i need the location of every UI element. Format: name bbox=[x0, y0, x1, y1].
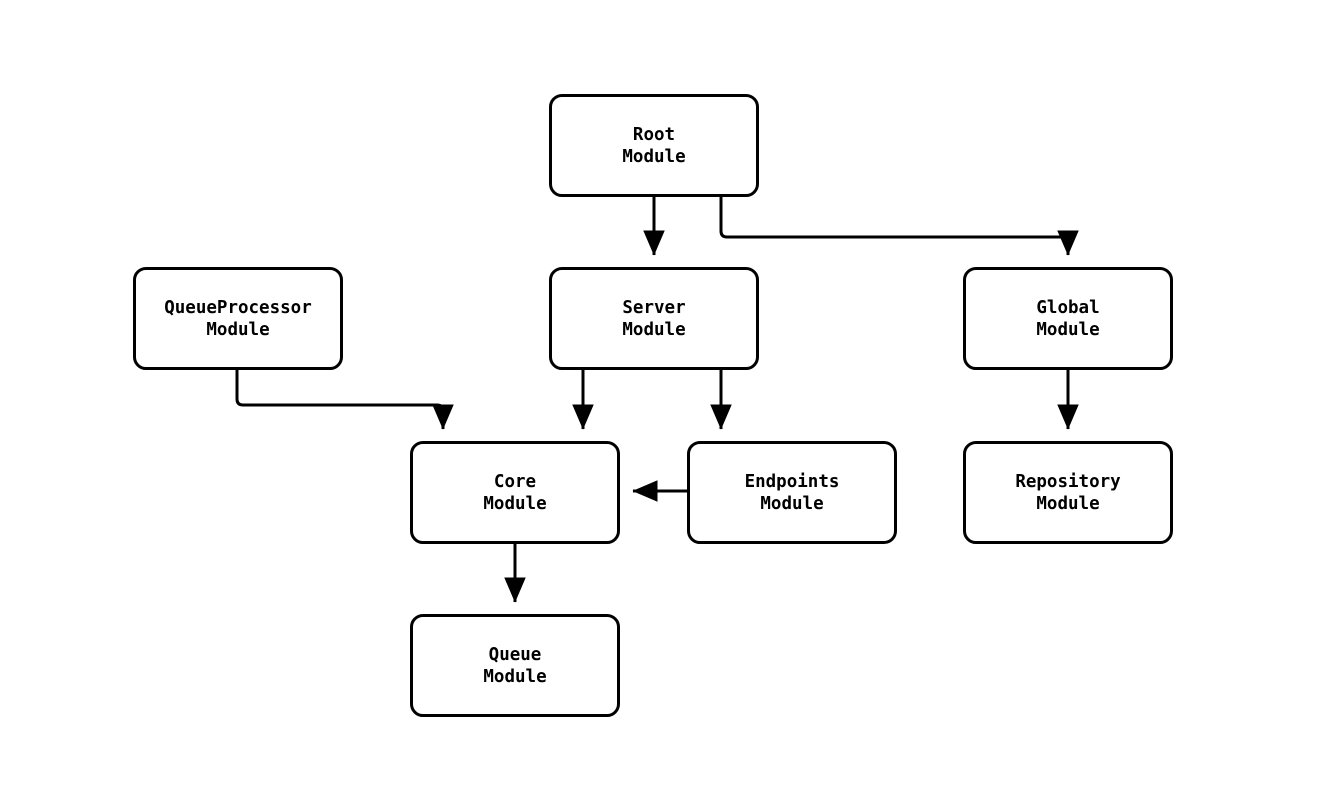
node-server-module[interactable]: Server Module bbox=[549, 267, 759, 370]
node-server-module-label-line1: Server bbox=[622, 297, 686, 318]
edge-root-to-global bbox=[719, 197, 1079, 256]
node-root-module-label-line2: Module bbox=[622, 146, 686, 167]
node-queueprocessor-module[interactable]: QueueProcessor Module bbox=[133, 267, 343, 370]
node-core-module[interactable]: Core Module bbox=[410, 441, 620, 544]
node-server-module-label-line2: Module bbox=[622, 319, 686, 340]
node-core-module-label-line1: Core bbox=[493, 471, 537, 492]
node-queue-module-label-line1: Queue bbox=[488, 644, 542, 665]
node-endpoints-module-label-line1: Endpoints bbox=[744, 471, 840, 492]
node-repository-module-label-line2: Module bbox=[1036, 493, 1100, 514]
node-queue-module-label-line2: Module bbox=[483, 666, 547, 687]
node-queueprocessor-module-label-line1: QueueProcessor bbox=[164, 297, 312, 318]
node-endpoints-module-label-line2: Module bbox=[760, 493, 824, 514]
node-queueprocessor-module-label-line2: Module bbox=[206, 319, 270, 340]
node-global-module-label-line2: Module bbox=[1036, 319, 1100, 340]
node-repository-module[interactable]: Repository Module bbox=[963, 441, 1173, 544]
node-global-module[interactable]: Global Module bbox=[963, 267, 1173, 370]
node-core-module-label-line2: Module bbox=[483, 493, 547, 514]
node-queue-module[interactable]: Queue Module bbox=[410, 614, 620, 717]
edge-queueprocessor-to-core bbox=[235, 370, 454, 430]
node-repository-module-label-line1: Repository bbox=[1015, 471, 1121, 492]
node-global-module-label-line1: Global bbox=[1036, 297, 1100, 318]
node-endpoints-module[interactable]: Endpoints Module bbox=[687, 441, 897, 544]
node-root-module[interactable]: Root Module bbox=[549, 94, 759, 197]
node-root-module-label-line1: Root bbox=[632, 124, 676, 145]
